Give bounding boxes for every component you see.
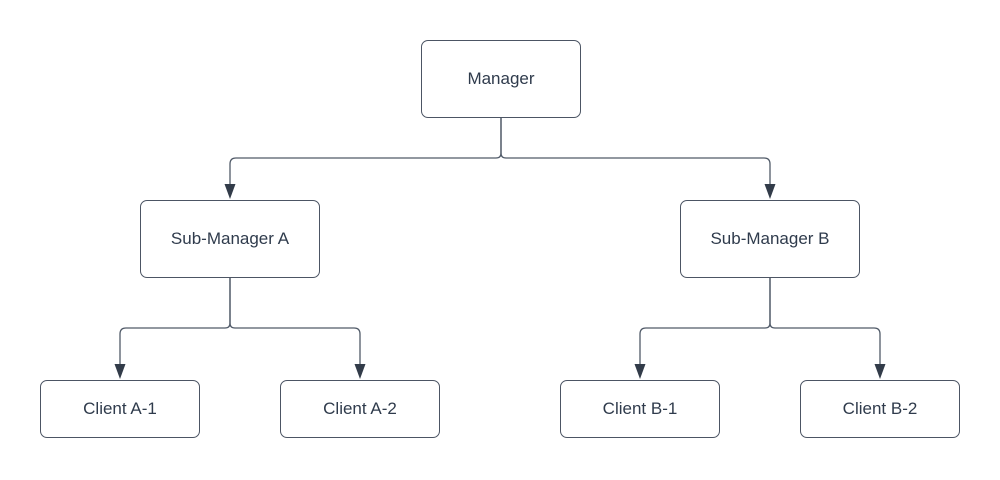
connector-sub-manager-b-to-client-b2 bbox=[769, 278, 886, 379]
node-client-b1[interactable]: Client B-1 bbox=[560, 380, 720, 438]
node-client-b2[interactable]: Client B-2 bbox=[800, 380, 960, 438]
node-client-b1-label: Client B-1 bbox=[602, 398, 678, 418]
connector-line bbox=[119, 278, 231, 365]
connector-arrowhead-icon bbox=[354, 364, 366, 379]
node-manager-label: Manager bbox=[467, 68, 535, 88]
node-client-a1[interactable]: Client A-1 bbox=[40, 380, 200, 438]
connector-sub-manager-a-to-client-a1 bbox=[114, 278, 231, 379]
connector-line bbox=[639, 278, 771, 365]
connector-manager-to-sub-manager-a bbox=[224, 118, 502, 199]
node-sub-manager-b[interactable]: Sub-Manager B bbox=[680, 200, 860, 278]
connector-manager-to-sub-manager-b bbox=[500, 118, 776, 199]
node-sub-manager-a-label: Sub-Manager A bbox=[170, 228, 290, 248]
node-client-a1-label: Client A-1 bbox=[83, 398, 157, 418]
connector-line bbox=[229, 278, 361, 365]
node-client-b2-label: Client B-2 bbox=[842, 398, 918, 418]
connector-arrowhead-icon bbox=[634, 364, 646, 379]
connector-line bbox=[769, 278, 881, 365]
connector-line bbox=[500, 118, 771, 185]
connector-line bbox=[229, 118, 502, 185]
connector-arrowhead-icon bbox=[764, 184, 776, 199]
node-sub-manager-b-label: Sub-Manager B bbox=[710, 228, 830, 248]
node-sub-manager-a[interactable]: Sub-Manager A bbox=[140, 200, 320, 278]
node-manager[interactable]: Manager bbox=[421, 40, 581, 118]
node-client-a2-label: Client A-2 bbox=[323, 398, 397, 418]
connector-sub-manager-a-to-client-a2 bbox=[229, 278, 366, 379]
node-client-a2[interactable]: Client A-2 bbox=[280, 380, 440, 438]
connector-arrowhead-icon bbox=[224, 184, 236, 199]
connector-sub-manager-b-to-client-b1 bbox=[634, 278, 771, 379]
connector-arrowhead-icon bbox=[874, 364, 886, 379]
connector-arrowhead-icon bbox=[114, 364, 126, 379]
